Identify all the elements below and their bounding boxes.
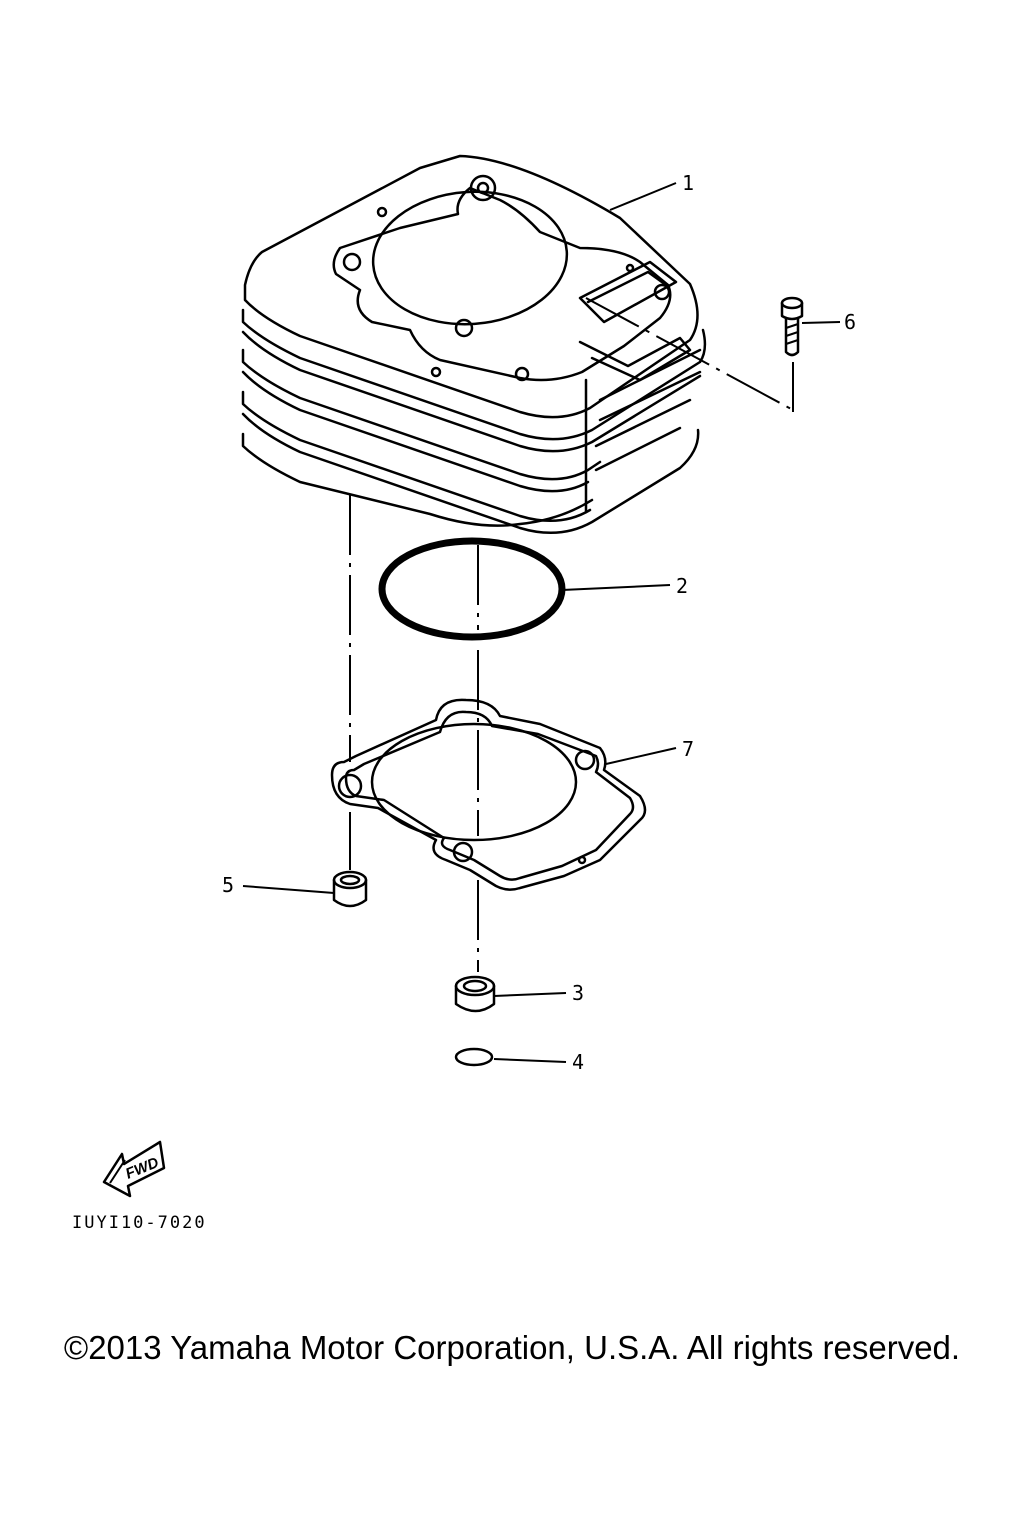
bolt [780, 296, 804, 357]
o-ring-small [454, 1047, 494, 1067]
diagram-code: IUYI10-7020 [72, 1213, 207, 1233]
callout-2: 2 [676, 574, 688, 598]
callout-4: 4 [572, 1050, 584, 1074]
callout-6: 6 [844, 310, 856, 334]
cylinder-gasket [330, 698, 647, 891]
copyright-notice: ©2013 Yamaha Motor Corporation, U.S.A. A… [64, 1329, 960, 1366]
alignment-lines [349, 297, 794, 972]
o-ring-large [378, 537, 566, 641]
cylinder-part [241, 154, 707, 534]
callout-7: 7 [682, 737, 694, 761]
leader-lines [242, 182, 841, 1063]
dowel-pin-left [332, 870, 368, 908]
callout-3: 3 [572, 981, 584, 1005]
dowel-pin-center [454, 975, 496, 1013]
callout-5: 5 [222, 873, 234, 897]
callout-1: 1 [682, 171, 694, 195]
forward-arrow-icon: FWD [102, 1140, 166, 1198]
